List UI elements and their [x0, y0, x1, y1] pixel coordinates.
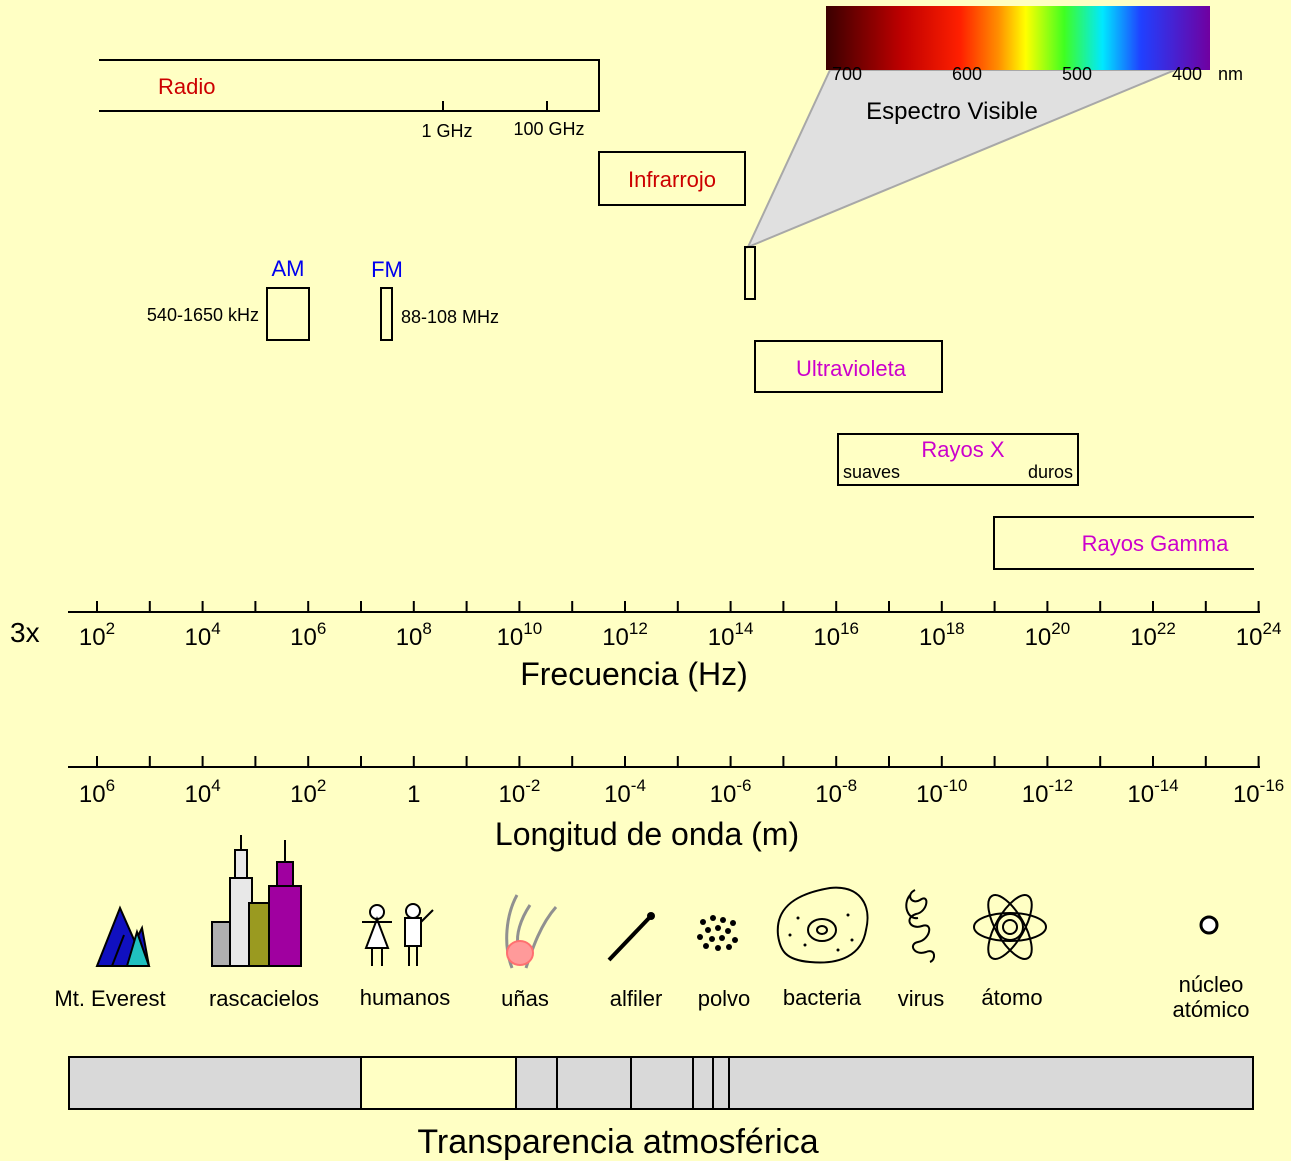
frequency-tick-label: 1014: [708, 619, 754, 651]
humans-icon: [362, 903, 434, 966]
wavelength-tick-label: 10-8: [815, 776, 857, 808]
wavelength-ticks: 106 104 102 1 10-2 10-4 10-6 10-8 10-10 10-12 10-1…: [79, 756, 1284, 808]
scale-object-labels: Mt. Everest rascacielos humanos uñas alf…: [54, 972, 1249, 1022]
gamma-label: Rayos Gamma: [1082, 531, 1229, 556]
am-label: AM: [272, 256, 305, 281]
xray-soft-label: suaves: [843, 462, 900, 482]
wavelength-tick-label: 106: [79, 776, 115, 808]
am-band: [266, 287, 310, 341]
radio-band: [99, 59, 600, 112]
pin-icon: [607, 912, 655, 962]
label-rascacielos: rascacielos: [209, 986, 319, 1011]
wavelength-tick-label: 10-12: [1022, 776, 1073, 808]
wavelength-tick-label: 10-10: [916, 776, 967, 808]
wavelength-axis-title: Longitud de onda (m): [495, 816, 799, 852]
radio-label: Radio: [158, 74, 215, 99]
frequency-tick-label: 1022: [1130, 619, 1176, 651]
fm-band: [380, 287, 393, 341]
frequency-ticks: 102 104 106 108 1010 1012 1014 1016 1018 1020 1022…: [79, 601, 1281, 651]
wavelength-tick-label: 1: [407, 781, 420, 808]
label-mt-everest: Mt. Everest: [54, 986, 165, 1011]
wavelength-tick-label: 10-6: [710, 776, 752, 808]
visible-wavelength-unit: nm: [1218, 64, 1243, 84]
frequency-tick-label: 106: [290, 619, 326, 651]
nucleus-icon: [1199, 915, 1219, 935]
visible-band: [744, 246, 756, 300]
frequency-tick-label: 1012: [602, 619, 648, 651]
frequency-tick-label: 1016: [813, 619, 859, 651]
atmospheric-transparency-bar: [68, 1056, 1254, 1110]
visible-spectrum-bar: [826, 6, 1210, 70]
fm-range: 88-108 MHz: [401, 307, 499, 327]
wavelength-tick-label: 10-14: [1127, 776, 1178, 808]
wavelength-tick-label: 10-4: [604, 776, 646, 808]
frequency-tick-label: 1010: [497, 619, 543, 651]
visible-wavelength-500: 500: [1062, 64, 1092, 84]
visible-wavelength-700: 700: [832, 64, 862, 84]
radio-tick-1ghz: 1 GHz: [421, 121, 472, 141]
label-atomico: atómico: [1172, 997, 1249, 1022]
label-virus: virus: [898, 986, 944, 1011]
frequency-tick-label: 1020: [1025, 619, 1071, 651]
visible-zoom-cone: [746, 69, 1176, 249]
wavelength-tick-label: 10-2: [498, 776, 540, 808]
xray-hard-label: duros: [1028, 462, 1073, 482]
frequency-tick-label: 1018: [919, 619, 965, 651]
label-atomo: átomo: [981, 985, 1042, 1010]
infrared-label: Infrarrojo: [628, 167, 716, 192]
visible-wavelength-400: 400: [1172, 64, 1202, 84]
frequency-tick-label: 1024: [1236, 619, 1282, 651]
ultraviolet-label: Ultravioleta: [796, 356, 907, 381]
atom-icon: [973, 894, 1047, 960]
skyscraper-icon: [211, 835, 302, 967]
visible-spectrum-title: Espectro Visible: [866, 98, 1038, 125]
xray-label: Rayos X: [921, 437, 1004, 462]
frequency-tick-label: 104: [185, 619, 221, 651]
wavelength-tick-label: 102: [290, 776, 326, 808]
label-polvo: polvo: [698, 986, 751, 1011]
mountain-icon: [95, 905, 151, 967]
label-nucleo: núcleo: [1179, 972, 1244, 997]
radio-tick-100ghz: 100 GHz: [513, 119, 584, 139]
visible-wavelength-600: 600: [952, 64, 982, 84]
wavelength-tick-label: 104: [185, 776, 221, 808]
xray-band: [837, 433, 1079, 486]
label-bacteria: bacteria: [783, 985, 862, 1010]
wavelength-tick-label: 10-16: [1233, 776, 1284, 808]
dust-icon: [697, 915, 738, 951]
frequency-axis-title: Frecuencia (Hz): [520, 656, 748, 692]
fm-label: FM: [371, 257, 403, 282]
gamma-band: [993, 516, 1254, 570]
label-alfiler: alfiler: [610, 986, 663, 1011]
atmospheric-transparency-title: Transparencia atmosférica: [417, 1123, 818, 1161]
ultraviolet-band: [754, 340, 943, 393]
frequency-prefix: 3x: [10, 617, 40, 648]
visible-wavelength-labels: 700 600 500 400 nm: [832, 64, 1243, 84]
bacteria-icon: [776, 886, 869, 964]
label-humanos: humanos: [360, 985, 451, 1010]
fingernail-icon: [505, 894, 558, 969]
infrared-band: [598, 151, 746, 206]
label-unas: uñas: [501, 986, 549, 1011]
frequency-tick-label: 102: [79, 619, 115, 651]
virus-icon: [905, 889, 936, 963]
frequency-tick-label: 108: [396, 619, 432, 651]
am-range: 540-1650 kHz: [147, 305, 259, 325]
